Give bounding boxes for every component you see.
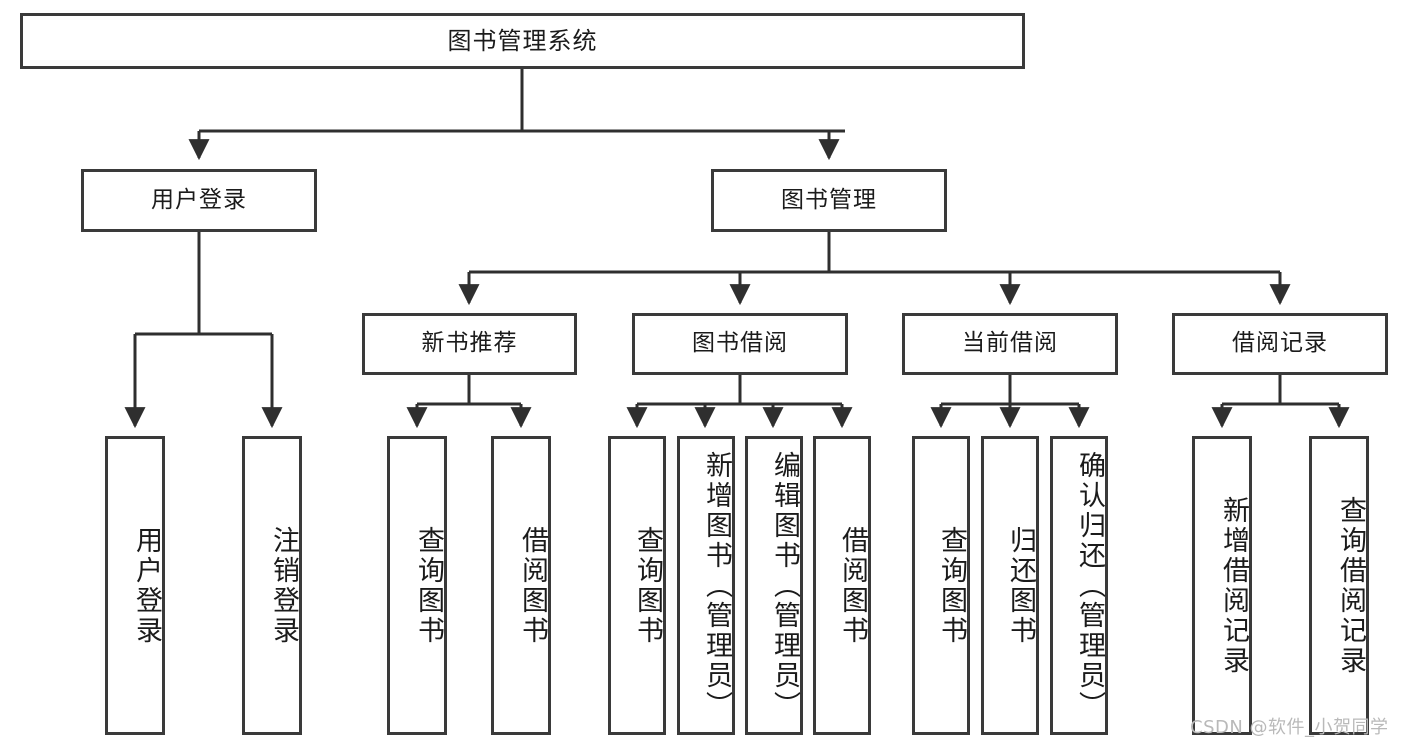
node-label: 归还图书 <box>1005 525 1036 646</box>
node-book-borrow[interactable]: 图书借阅 <box>632 313 848 375</box>
node-current-borrow[interactable]: 当前借阅 <box>902 313 1118 375</box>
node-label: 用户登录 <box>131 525 162 646</box>
leaf-add-book-admin[interactable]: 新增图书（管理员） <box>677 436 735 735</box>
node-label: 查询图书 <box>632 525 663 646</box>
node-label: 借阅图书 <box>517 525 548 646</box>
leaf-query-book-recommend[interactable]: 查询图书 <box>387 436 447 735</box>
node-label: 图书管理系统 <box>447 26 598 55</box>
node-label: 新增借阅记录 <box>1218 495 1249 676</box>
node-user-login[interactable]: 用户登录 <box>81 169 317 232</box>
node-label: 借阅记录 <box>1232 330 1328 357</box>
node-label: 借阅图书 <box>837 525 868 646</box>
node-label: 确认归还（管理员） <box>1074 450 1105 721</box>
leaf-return-book[interactable]: 归还图书 <box>981 436 1039 735</box>
node-label: 用户登录 <box>151 186 247 213</box>
leaf-confirm-return-admin[interactable]: 确认归还（管理员） <box>1050 436 1108 735</box>
node-label: 图书管理 <box>781 186 877 213</box>
leaf-query-book-borrow[interactable]: 查询图书 <box>608 436 666 735</box>
node-label: 注销登录 <box>268 525 299 646</box>
node-label: 新增图书（管理员） <box>701 450 732 721</box>
leaf-user-login[interactable]: 用户登录 <box>105 436 165 735</box>
node-book-management[interactable]: 图书管理 <box>711 169 947 232</box>
node-label: 查询图书 <box>413 525 444 646</box>
leaf-add-borrow-record[interactable]: 新增借阅记录 <box>1192 436 1252 735</box>
leaf-borrow-book[interactable]: 借阅图书 <box>813 436 871 735</box>
watermark: CSDN @软件_小贺同学 <box>1190 717 1389 738</box>
leaf-borrow-book-recommend[interactable]: 借阅图书 <box>491 436 551 735</box>
leaf-query-borrow-record[interactable]: 查询借阅记录 <box>1309 436 1369 735</box>
node-root-book-management-system[interactable]: 图书管理系统 <box>20 13 1025 69</box>
leaf-edit-book-admin[interactable]: 编辑图书（管理员） <box>745 436 803 735</box>
node-label: 图书借阅 <box>692 330 788 357</box>
node-borrow-record[interactable]: 借阅记录 <box>1172 313 1388 375</box>
leaf-logout-login[interactable]: 注销登录 <box>242 436 302 735</box>
leaf-query-book-current[interactable]: 查询图书 <box>912 436 970 735</box>
node-new-book-recommend[interactable]: 新书推荐 <box>362 313 577 375</box>
node-label: 查询图书 <box>936 525 967 646</box>
node-label: 当前借阅 <box>962 330 1058 357</box>
node-label: 新书推荐 <box>421 330 518 357</box>
node-label: 编辑图书（管理员） <box>769 450 800 721</box>
node-label: 查询借阅记录 <box>1335 495 1366 676</box>
